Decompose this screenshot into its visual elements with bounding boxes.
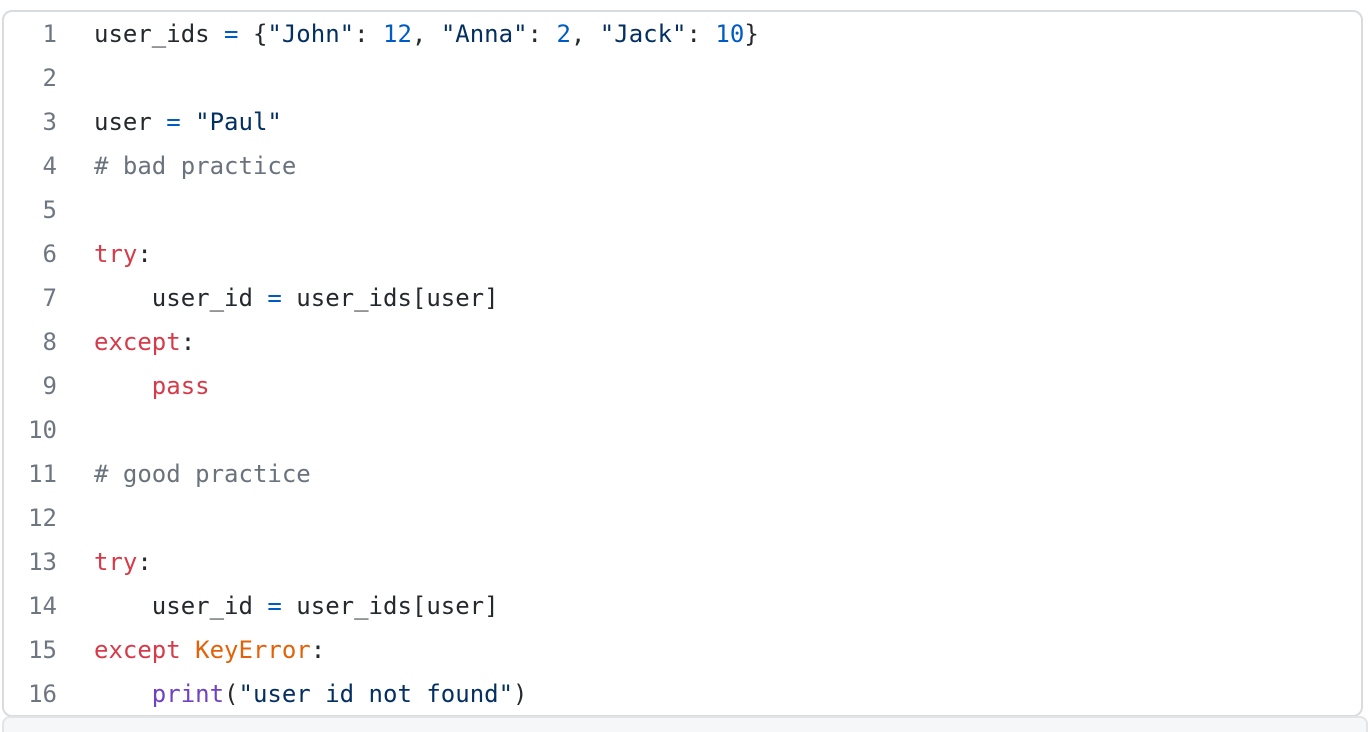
code-token-operator: = bbox=[267, 284, 282, 312]
code-token-plain: : bbox=[527, 20, 557, 48]
code-line: 7 user_id = user_ids[user] bbox=[4, 276, 1361, 320]
code-token-comment: # bad practice bbox=[94, 152, 297, 180]
code-token-operator: = bbox=[267, 592, 282, 620]
code-text: try: bbox=[57, 232, 152, 276]
code-token-keyword: try bbox=[94, 548, 138, 576]
code-token-function: print bbox=[151, 680, 225, 708]
partial-bottom-panel bbox=[2, 716, 1368, 732]
code-token-number: 12 bbox=[383, 20, 412, 48]
code-token-plain: ) bbox=[513, 680, 528, 708]
code-token-plain: : bbox=[310, 636, 326, 664]
code-text: try: bbox=[57, 540, 152, 584]
code-text: user = "Paul" bbox=[57, 100, 282, 144]
line-number: 14 bbox=[28, 592, 57, 620]
code-token-string: "user id not found" bbox=[238, 680, 514, 708]
code-line: 14 user_id = user_ids[user] bbox=[4, 584, 1361, 628]
line-number: 11 bbox=[28, 460, 57, 488]
code-token-string: "Anna" bbox=[440, 20, 528, 48]
line-number: 2 bbox=[42, 64, 57, 92]
code-text: # good practice bbox=[57, 452, 311, 496]
code-line: 16 print("user id not found") bbox=[4, 672, 1361, 715]
code-line: 11 # good practice bbox=[4, 452, 1361, 496]
code-text: pass bbox=[57, 364, 210, 408]
code-token-operator: = bbox=[166, 108, 181, 136]
code-token-plain: { bbox=[238, 20, 268, 48]
code-token-string: "Jack" bbox=[599, 20, 687, 48]
code-line: 4 # bad practice bbox=[4, 144, 1361, 188]
line-number: 16 bbox=[28, 680, 57, 708]
code-token-keyword: except bbox=[94, 636, 196, 664]
code-token-plain bbox=[94, 372, 152, 400]
code-token-keyword: except bbox=[94, 328, 181, 356]
code-token-keyword: pass bbox=[151, 372, 210, 400]
line-number: 5 bbox=[42, 196, 57, 224]
code-token-keyword: try bbox=[94, 240, 138, 268]
code-token-comment: # good practice bbox=[94, 460, 311, 488]
code-token-plain: user_ids bbox=[94, 20, 225, 48]
code-token-plain: : bbox=[686, 20, 716, 48]
code-text: except: bbox=[57, 320, 195, 364]
code-text: user_ids = {"John": 12, "Anna": 2, "Jack… bbox=[57, 12, 759, 56]
code-token-type: KeyError bbox=[195, 636, 311, 664]
code-token-plain: , bbox=[411, 20, 441, 48]
line-number: 8 bbox=[42, 328, 57, 356]
line-number: 6 bbox=[42, 240, 57, 268]
line-number: 15 bbox=[28, 636, 57, 664]
code-token-plain: ( bbox=[224, 680, 239, 708]
code-text bbox=[57, 56, 94, 100]
line-number: 1 bbox=[42, 20, 57, 48]
code-text: user_id = user_ids[user] bbox=[57, 584, 499, 628]
code-token-plain: user_ids[user] bbox=[281, 592, 499, 620]
code-token-plain: user_id bbox=[94, 592, 268, 620]
code-token-plain: : bbox=[354, 20, 384, 48]
code-token-plain: user bbox=[94, 108, 167, 136]
code-token-plain: : bbox=[137, 548, 152, 576]
code-line: 12 bbox=[4, 496, 1361, 540]
line-number: 9 bbox=[42, 372, 57, 400]
code-line: 5 bbox=[4, 188, 1361, 232]
line-number: 12 bbox=[28, 504, 57, 532]
code-text: user_id = user_ids[user] bbox=[57, 276, 499, 320]
code-token-plain bbox=[94, 680, 152, 708]
code-text bbox=[57, 188, 94, 232]
code-token-plain: user_id bbox=[94, 284, 268, 312]
code-text bbox=[57, 496, 94, 540]
code-token-plain bbox=[181, 108, 195, 136]
code-token-string: "Paul" bbox=[195, 108, 282, 136]
code-line: 2 bbox=[4, 56, 1361, 100]
line-number: 7 bbox=[42, 284, 57, 312]
code-token-string: "John" bbox=[267, 20, 355, 48]
line-number: 4 bbox=[42, 152, 57, 180]
code-token-operator: = bbox=[224, 20, 239, 48]
code-text: # bad practice bbox=[57, 144, 296, 188]
code-text: print("user id not found") bbox=[57, 672, 528, 715]
code-text bbox=[57, 408, 94, 452]
code-line: 9 pass bbox=[4, 364, 1361, 408]
code-token-plain: : bbox=[137, 240, 152, 268]
code-token-plain: user_ids[user] bbox=[281, 284, 499, 312]
code-text: except KeyError: bbox=[57, 628, 325, 672]
code-token-plain: : bbox=[180, 328, 196, 356]
code-token-plain: , bbox=[570, 20, 600, 48]
code-token-plain: } bbox=[744, 20, 759, 48]
line-number: 13 bbox=[28, 548, 57, 576]
code-token-number: 10 bbox=[715, 20, 745, 48]
code-token-number: 2 bbox=[556, 20, 571, 48]
line-number: 10 bbox=[28, 416, 57, 444]
code-line: 10 bbox=[4, 408, 1361, 452]
line-number: 3 bbox=[42, 108, 57, 136]
